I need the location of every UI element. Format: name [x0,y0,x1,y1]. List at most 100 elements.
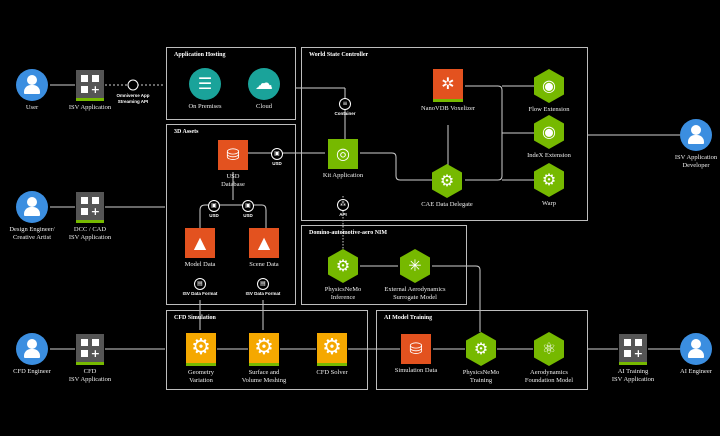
node-label: Kit Application [322,172,364,179]
gear-icon: ⚙ [328,249,358,283]
app-isv-application[interactable]: + ISV Application [55,70,125,112]
connector-isv-format-model: ▤ ISV Data Format [182,278,218,296]
node-surface-volume-meshing[interactable]: ⚙ Surface and Volume Meshing [229,333,299,385]
node-label: Flow Extension [528,106,570,113]
voxel-icon: ✲ [433,69,463,102]
connector-streaming-api: Omniverse App Streaming API [116,93,150,104]
node-flow-extension[interactable]: ◉ Flow Extension [514,69,584,114]
app-ai-training-isv[interactable]: + AI Training ISV Application [598,334,668,384]
connector-container: ≡ Container [334,98,356,116]
database-icon: ⛁ [218,140,248,170]
actor-ai-engineer[interactable]: AI Engineer [661,333,720,376]
group-title: CFD Simulation [174,315,216,321]
node-usd-database[interactable]: ⛁ USD Database [198,140,268,189]
actor-design-engineer[interactable]: Design Engineer/ Creative Artist [0,191,67,242]
group-3d-assets: 3D Assets [166,124,296,305]
group-domino-nim: Domino-automotive-aero NIM [301,225,467,305]
node-physicsnemo-training[interactable]: ⚙ PhysicsNeMo Training [446,332,516,385]
actor-label: User [25,104,39,111]
node-cfd-solver[interactable]: ⚙ CFD Solver [297,333,367,377]
group-title: World State Controller [309,52,369,58]
app-grid-icon: + [76,70,104,101]
usd-cube-icon: ▣ [271,148,283,160]
node-label: PhysicsNeMo Inference [324,286,362,301]
node-label: External Aerodynamics Surrogate Model [384,286,446,301]
node-physicsnemo-inference[interactable]: ⚙ PhysicsNeMo Inference [308,249,378,302]
node-label: Warp [542,200,556,207]
actor-user[interactable]: User [0,69,67,112]
connector-usd-scene: ▣ USD [242,200,254,218]
database-icon: ⛁ [401,334,431,364]
app-label: DCC / CAD ISV Application [68,226,112,241]
usd-cube-icon: ▣ [242,200,254,212]
node-scene-data[interactable]: ▲ Scene Data [229,228,299,269]
node-label: Aerodynamics Foundation Model [524,369,574,384]
node-label: CFD Solver [316,369,348,376]
node-kit-application[interactable]: ◎ Kit Application [308,139,378,180]
group-application-hosting: Application Hosting [166,47,296,120]
container-icon: ≡ [339,98,351,110]
node-label: PhysicsNeMo Training [462,369,500,384]
node-cae-data-delegate[interactable]: ⚙ CAE Data Delegate [412,164,482,209]
node-label: Model Data [184,261,216,268]
node-label: Scene Data [249,261,279,268]
server-icon: ☰ [189,68,221,100]
node-model-data[interactable]: ▲ Model Data [165,228,235,269]
person-icon [16,69,48,101]
node-index-extension[interactable]: ◉ IndeX Extension [514,115,584,160]
node-label: NanoVDB Voxelizer [420,105,476,112]
node-on-premises[interactable]: ☰ On Premises [170,68,240,111]
node-geometry-variation[interactable]: ⚙ Geometry Variation [166,333,236,385]
node-warp[interactable]: ⚙ Warp [514,163,584,208]
app-label: ISV Application [68,104,112,111]
gear-icon: ⚙ [466,332,496,366]
person-icon [16,333,48,365]
neural-network-icon: ✳ [400,249,430,283]
app-grid-icon: + [76,334,104,365]
app-dcc-cad[interactable]: + DCC / CAD ISV Application [55,192,125,242]
node-nanovdb-voxelizer[interactable]: ✲ NanoVDB Voxelizer [413,69,483,113]
gear-icon: ⚙ [249,333,279,366]
app-label: CFD ISV Application [68,368,112,383]
node-label: Surface and Volume Meshing [241,369,287,384]
node-label: CAE Data Delegate [421,201,473,208]
cloud-icon: ☁ [248,68,280,100]
node-aero-foundation-model[interactable]: ⚛ Aerodynamics Foundation Model [514,332,584,385]
group-title: 3D Assets [174,129,199,135]
person-icon [680,119,712,151]
node-label: IndeX Extension [527,152,571,159]
person-icon [680,333,712,365]
gear-icon: ⚙ [432,164,462,198]
connector-api: ⁂ API [323,199,363,218]
shapes-icon: ▲ [249,228,279,258]
actor-isv-developer[interactable]: ISV Application Developer [661,119,720,170]
connector-usd-model: ▣ USD [208,200,220,218]
usd-cube-icon: ▣ [208,200,220,212]
node-label: USD Database [221,173,245,188]
gear-icon: ⚙ [186,333,216,366]
gear-icon: ⚙ [317,333,347,366]
node-label: Simulation Data [394,367,438,374]
node-simulation-data[interactable]: ⛁ Simulation Data [381,334,451,375]
actor-cfd-engineer[interactable]: CFD Engineer [0,333,67,376]
app-grid-icon: + [619,334,647,365]
connector-isv-format-scene: ▤ ISV Data Format [245,278,281,296]
node-cloud[interactable]: ☁ Cloud [229,68,299,111]
flow-swirl-icon: ◉ [534,69,564,103]
node-label: On Premises [188,103,222,110]
group-title: Domino-automotive-aero NIM [309,230,388,236]
person-icon [16,191,48,223]
shapes-icon: ▲ [185,228,215,258]
app-cfd-isv[interactable]: + CFD ISV Application [55,334,125,384]
document-icon: ▤ [257,278,269,290]
node-external-aero-surrogate[interactable]: ✳ External Aerodynamics Surrogate Model [380,249,450,302]
node-label: Geometry Variation [188,369,214,384]
app-label: AI Training ISV Application [611,368,655,383]
kit-window-icon: ◎ [328,139,358,169]
actor-label: CFD Engineer [13,368,51,375]
group-title: Application Hosting [174,52,226,58]
actor-label: ISV Application Developer [674,154,718,169]
actor-label: Design Engineer/ Creative Artist [9,226,55,241]
group-title: AI Model Training [384,315,433,321]
